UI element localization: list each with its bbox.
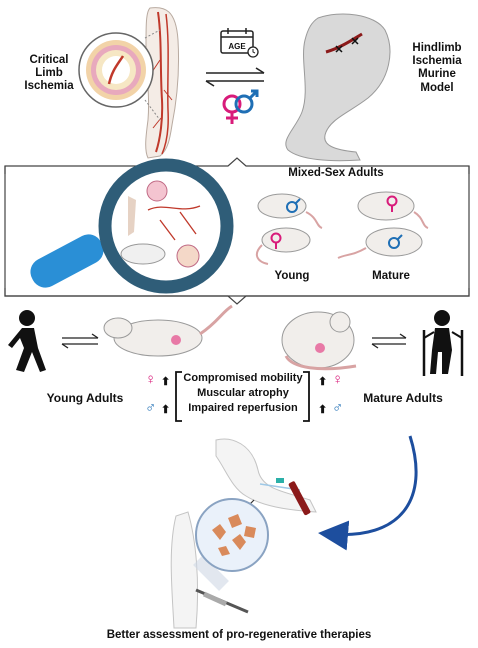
male-symbol-mature: ♂ [332,399,344,416]
sex-symbols-top [222,89,259,124]
female-symbol-mature: ♀ [332,371,344,388]
mouse-mature-female [357,191,429,229]
outcomes-left-bracket [175,371,182,422]
female-symbol-young: ♀ [145,371,157,388]
hindlimb-ischemia-model-label: Hindlimb Ischemia Murine Model [412,42,462,94]
up-arrow-mature-female: ⬆ [318,376,328,388]
outcomes-right-bracket [303,371,310,422]
bottom-brace [4,288,470,305]
person-with-crutches-icon [422,310,464,376]
up-arrow-young-female: ⬆ [161,376,171,388]
artery-cross-section [78,29,161,121]
curved-flow-arrow [318,435,418,551]
young-label: Young [274,270,310,282]
equilibrium-arrows-top [205,67,265,87]
walking-person-icon [8,310,46,372]
outcome-item: Compromised mobility [183,372,303,384]
male-symbol-young: ♂ [145,399,157,416]
mouse-hindlimb-illustration [285,13,391,162]
bottom-caption: Better assessment of pro-regenerative th… [106,629,372,641]
mouse-mature-male [337,227,423,259]
outcome-item: Impaired reperfusion [188,402,298,414]
calendar-age-icon: AGE [220,28,259,58]
young-adult-mouse [103,304,233,357]
age-text: AGE [228,42,246,51]
human-leg-illustration [145,7,180,159]
outcome-item: Muscular atrophy [197,387,289,399]
mature-label: Mature [372,270,410,282]
mixed-sex-adults-title: Mixed-Sex Adults [288,167,384,179]
up-arrow-mature-male: ⬆ [318,404,328,416]
middle-box [4,166,470,297]
equilibrium-arrows-right [371,333,407,349]
critical-limb-ischemia-label: Critical Limb Ischemia [24,54,74,93]
mouse-young-female [255,227,311,265]
therapy-illustration [170,438,317,629]
magnifying-glass-illustration [30,158,234,294]
mature-adult-mouse [281,311,357,371]
young-adults-label: Young Adults [46,391,124,405]
mouse-young-male [257,193,323,229]
equilibrium-arrows-left [61,333,99,349]
up-arrow-young-male: ⬆ [161,404,171,416]
outcomes-list: Compromised mobility Muscular atrophy Im… [180,371,306,416]
mature-adults-label: Mature Adults [363,391,443,405]
